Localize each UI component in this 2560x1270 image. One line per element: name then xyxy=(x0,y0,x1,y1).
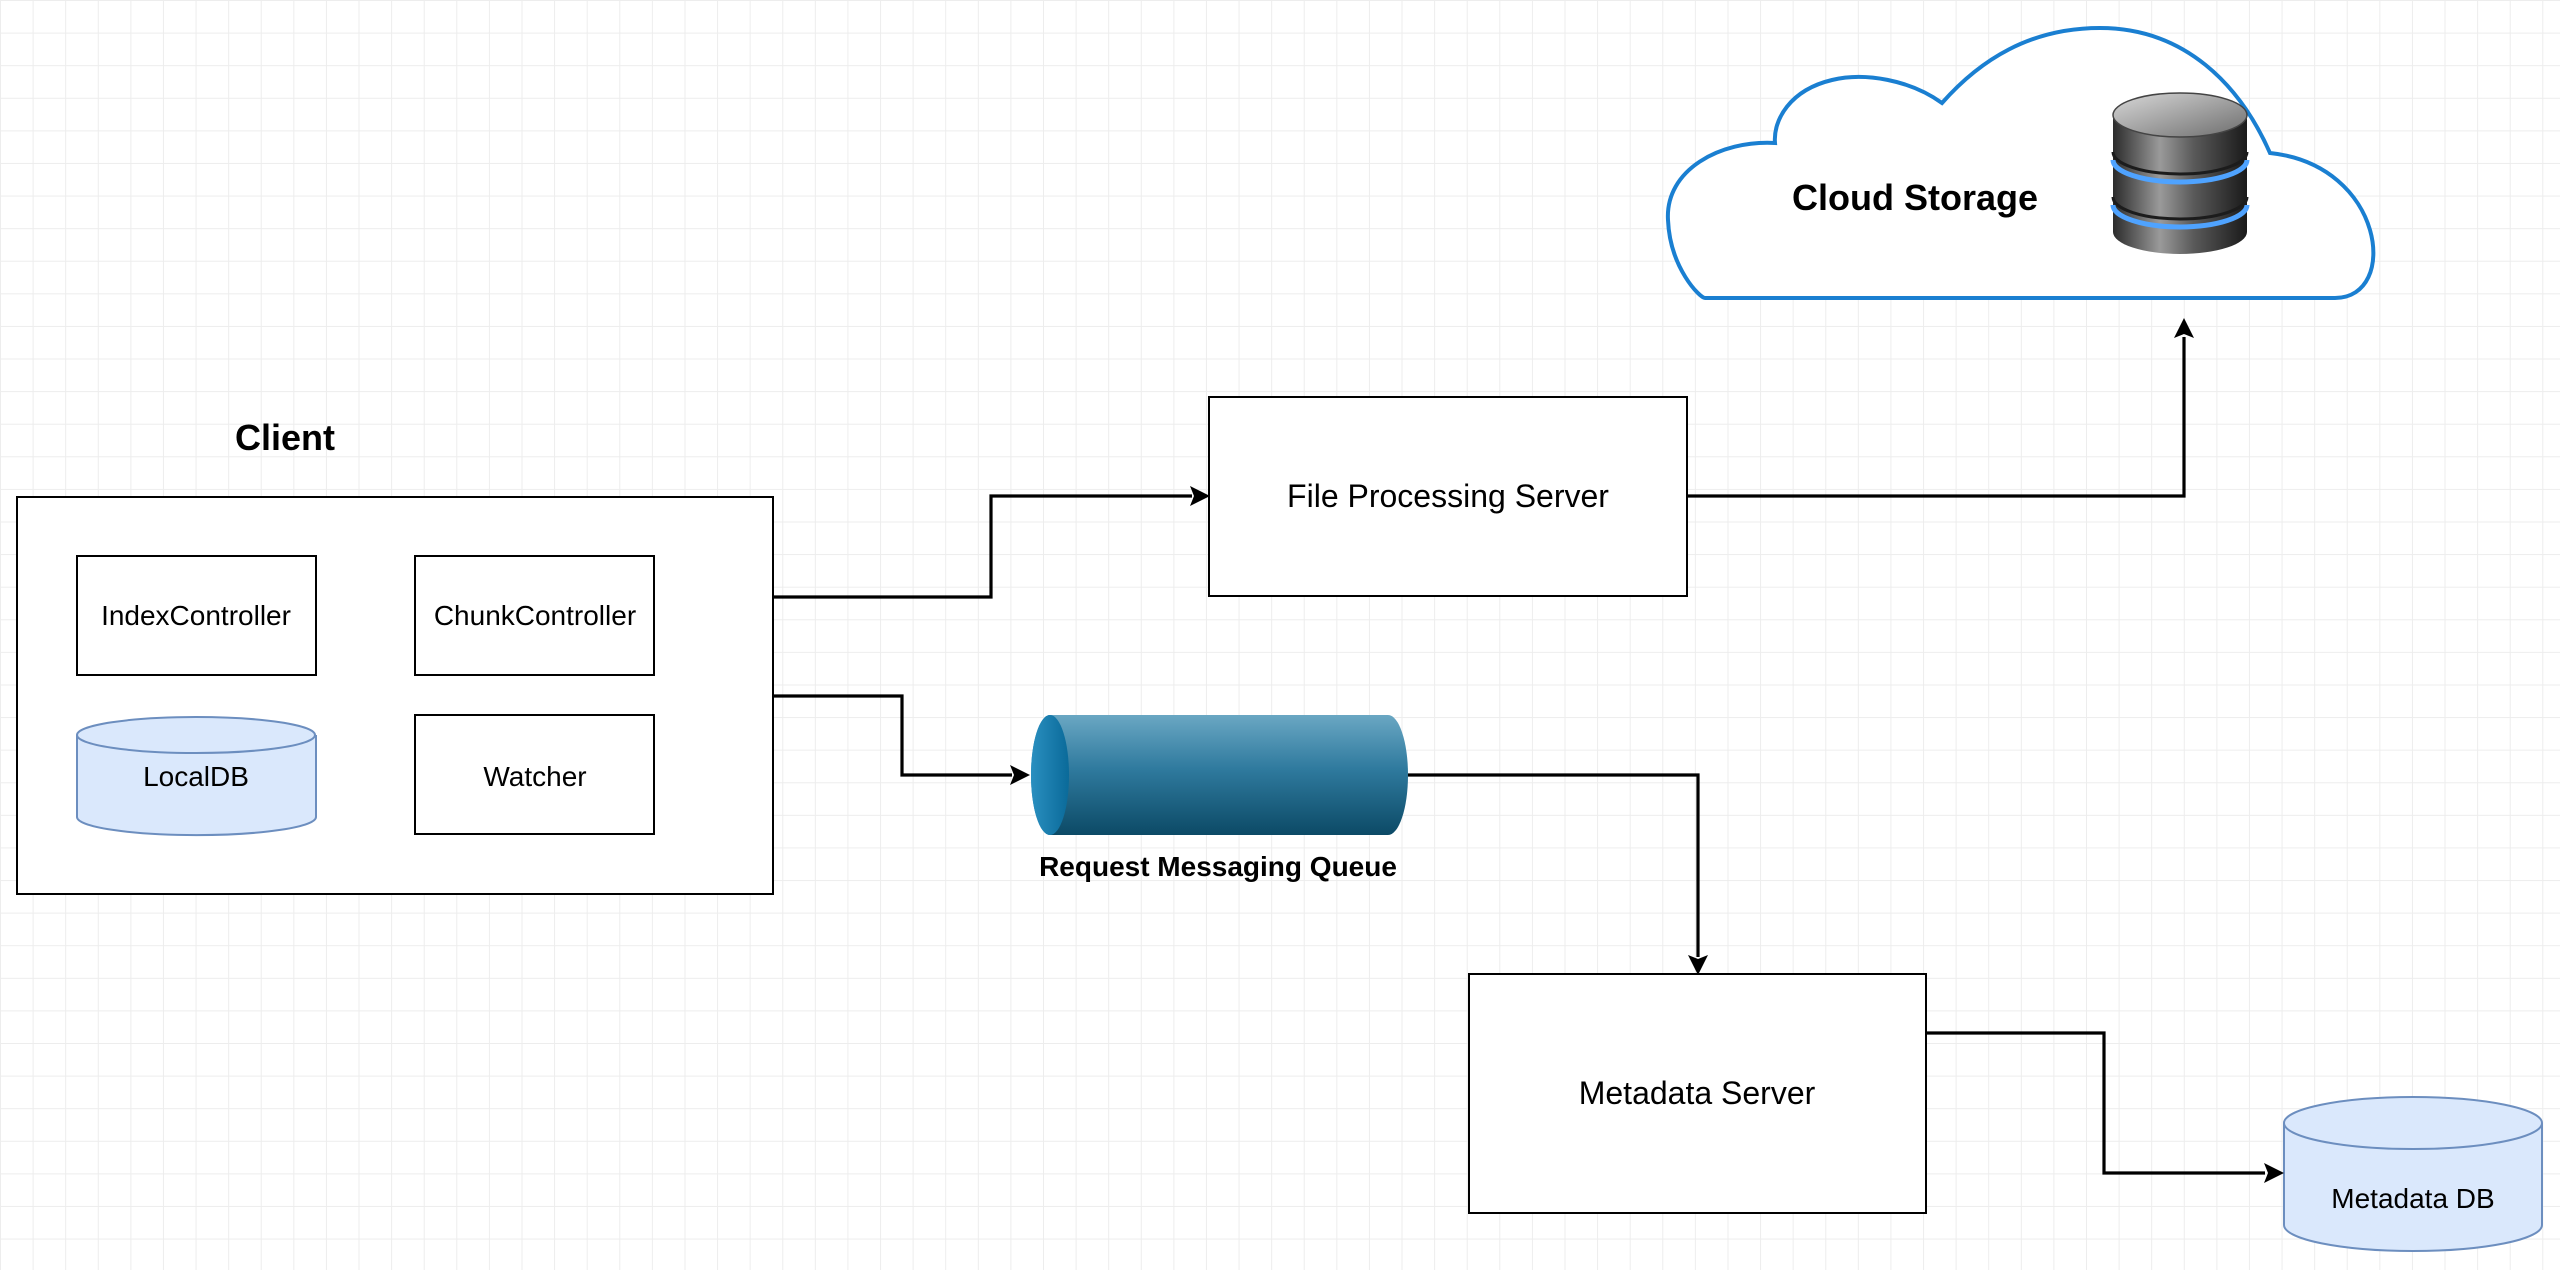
cloud-storage[interactable]: Cloud Storage xyxy=(1665,25,2376,300)
local-db-cylinder[interactable]: LocalDB xyxy=(76,716,317,837)
client-title: Client xyxy=(235,417,335,458)
metadata-db-cylinder[interactable]: Metadata DB xyxy=(2283,1096,2543,1252)
metadata-db-label: Metadata DB xyxy=(2331,1183,2494,1214)
chunk-controller-label: ChunkController xyxy=(434,600,636,631)
connector-client-to-queue xyxy=(773,694,1030,785)
cloud-shape xyxy=(1665,25,2376,300)
client-group[interactable]: Client IndexController ChunkController L… xyxy=(16,417,774,895)
connector-queue-to-metadata-server xyxy=(1408,773,1708,975)
local-db-label: LocalDB xyxy=(143,761,249,792)
chunk-controller-box[interactable]: ChunkController xyxy=(414,555,655,676)
connector-metadata-server-to-db xyxy=(1926,1031,2284,1183)
connector-client-to-file-server xyxy=(773,486,1210,599)
file-processing-server-box[interactable]: File Processing Server xyxy=(1208,396,1688,597)
metadata-server-box[interactable]: Metadata Server xyxy=(1468,973,1927,1214)
database-cylinder-icon xyxy=(2110,92,2250,254)
request-messaging-queue[interactable]: Request Messaging Queue xyxy=(1031,715,1408,882)
index-controller-label: IndexController xyxy=(101,600,291,631)
connector-file-server-to-cloud xyxy=(1687,318,2194,498)
file-processing-server-label: File Processing Server xyxy=(1287,478,1609,514)
request-queue-label: Request Messaging Queue xyxy=(1039,851,1397,882)
watcher-box[interactable]: Watcher xyxy=(414,714,655,835)
metadata-server-label: Metadata Server xyxy=(1579,1075,1816,1111)
index-controller-box[interactable]: IndexController xyxy=(76,555,317,676)
watcher-label: Watcher xyxy=(483,761,586,792)
cloud-storage-label: Cloud Storage xyxy=(1792,177,2038,218)
queue-body xyxy=(1068,715,1408,835)
